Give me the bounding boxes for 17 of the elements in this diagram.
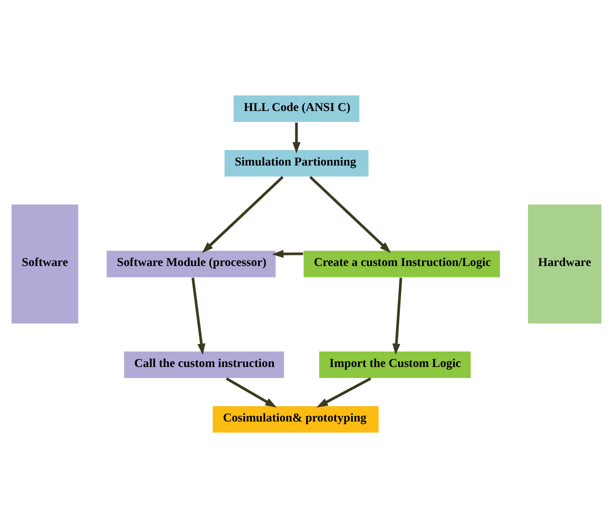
node-box: Create a custom Instruction/Logic [302, 250, 501, 278]
arrow [272, 250, 304, 258]
node-box: HLL Code (ANSI C) [232, 94, 360, 123]
node-box: Hardware [527, 204, 602, 324]
arrow [202, 176, 284, 254]
node-box: Call the custom instruction [123, 350, 285, 379]
arrow [292, 122, 300, 154]
node-box: Software [10, 204, 79, 324]
node-box: Cosimulation& prototyping [212, 405, 380, 434]
arrow [392, 278, 402, 356]
arrow [226, 377, 277, 408]
node-box: Simulation Partionning [224, 149, 370, 178]
arrow [192, 278, 206, 356]
node-box: Import the Custom Logic [318, 350, 472, 379]
node-box: Software Module (processor) [106, 250, 276, 278]
arrow [309, 176, 391, 254]
arrow [316, 377, 372, 408]
